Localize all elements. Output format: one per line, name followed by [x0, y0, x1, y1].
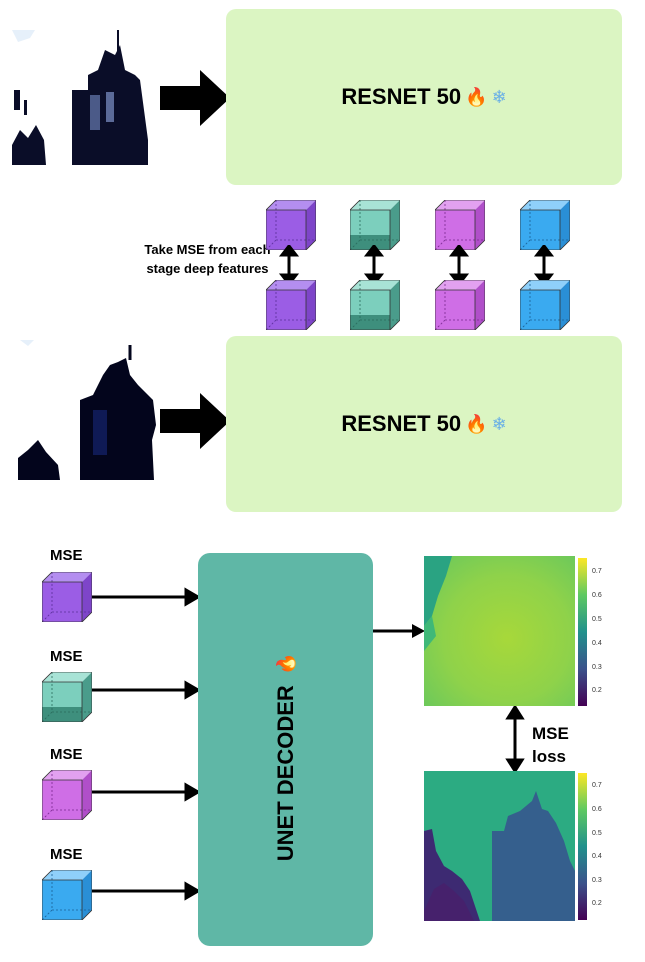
unet-decoder-box: [198, 553, 373, 946]
arrow-right-icon: [160, 393, 230, 449]
feature-mse-note: Take MSE from each stage deep features: [144, 242, 271, 276]
snowflake-icon: ❄: [491, 413, 507, 434]
mse-label-1: MSE: [50, 547, 83, 564]
mse-label-2: MSE: [50, 648, 83, 665]
cube-stage-3-top: [435, 200, 485, 250]
snowflake-icon: ❄: [491, 86, 507, 107]
cube-input-3: [42, 770, 92, 820]
cube-stage-1-top: [266, 200, 316, 250]
cube-input-2: [42, 672, 92, 722]
colorbar-predicted: [578, 558, 587, 706]
cube-stage-3-bottom: [435, 280, 485, 330]
predicted-depth-map: [424, 556, 575, 706]
decoder-output-arrow: [373, 624, 425, 638]
fire-icon: 🔥: [465, 86, 488, 107]
decoder-input-arrows: [92, 587, 201, 901]
input-image-bottom: [18, 340, 158, 480]
loss-double-arrow: [505, 706, 525, 772]
fire-icon: 🔥: [465, 413, 488, 434]
cube-stage-4-bottom: [520, 280, 570, 330]
mse-loss-label: MSE loss: [532, 724, 569, 766]
colorbar-ground-truth: [578, 773, 587, 920]
cube-input-4: [42, 870, 92, 920]
double-arrows: [278, 245, 555, 285]
cube-input-1: [42, 572, 92, 622]
arrow-right-icon: [160, 70, 230, 126]
colorbar-predicted-ticks: 0.7 0.6 0.5 0.4 0.3 0.2: [592, 568, 602, 694]
resnet-encoder-bottom: RESNET 50 🔥 ❄: [226, 336, 622, 512]
colorbar-ground-truth-ticks: 0.7 0.6 0.5 0.4 0.3 0.2: [592, 782, 602, 907]
cube-stage-1-bottom: [266, 280, 316, 330]
encoder-title: RESNET 50: [341, 84, 462, 109]
decoder-title-text: UNET DECODER: [273, 685, 298, 862]
encoder-title: RESNET 50: [341, 411, 462, 436]
cube-stage-4-top: [520, 200, 570, 250]
mse-label-3: MSE: [50, 746, 83, 763]
cube-stage-2-top: [350, 200, 400, 250]
fire-icon: 🔥: [275, 652, 296, 676]
input-image-top: [10, 30, 150, 165]
resnet-encoder-top: RESNET 50 🔥 ❄: [226, 9, 622, 185]
cube-stage-2-bottom: [350, 280, 400, 330]
ground-truth-depth-map: [424, 771, 575, 921]
decoder-title: UNET DECODER 🔥: [273, 653, 299, 861]
mse-label-4: MSE: [50, 846, 83, 863]
